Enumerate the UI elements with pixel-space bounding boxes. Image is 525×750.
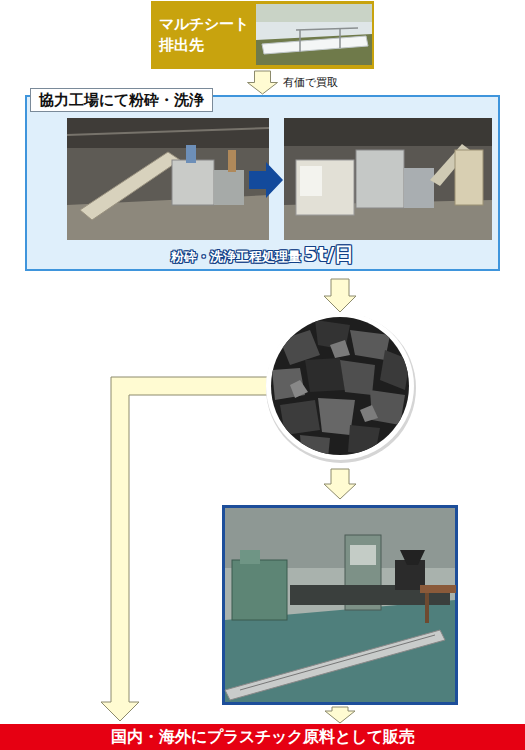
mulch-photo [256, 4, 372, 65]
process-arrow [249, 162, 283, 198]
edge-label: 有価で買取 [283, 75, 338, 90]
flow-arrow [325, 707, 355, 723]
result-band: 国内・海外にプラスチック原料として販売 [0, 724, 525, 750]
flow-arrow [324, 279, 356, 312]
capacity-band: 粉砕・洗浄工程処理量5t/日 [27, 241, 498, 268]
capacity-text: 粉砕・洗浄工程処理量 [171, 249, 301, 264]
factory-photo [67, 118, 269, 240]
flow-arrow [324, 469, 356, 499]
extruder-photo [222, 505, 458, 705]
result-text: 国内・海外にプラスチック原料として販売 [0, 724, 525, 750]
box-heading: 協力工場にて粉砕・洗浄 [30, 88, 213, 112]
factory-photo [284, 118, 492, 240]
flow-arrow [248, 71, 278, 94]
flow-arrow [101, 377, 268, 721]
capacity-number: 5t/日 [304, 242, 355, 266]
process-box: 協力工場にて粉砕・洗浄粉砕・洗浄工程処理量5t/日 [25, 95, 500, 271]
box-title: マルチシート 排出先 [159, 14, 255, 56]
flakes-photo [266, 312, 416, 463]
source-box: マルチシート 排出先 [150, 0, 375, 70]
